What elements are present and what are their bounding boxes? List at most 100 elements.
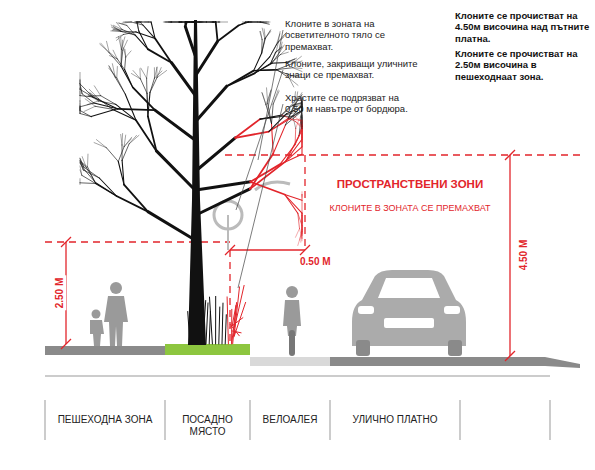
branch xyxy=(122,144,129,161)
branch xyxy=(121,31,136,33)
branch xyxy=(117,196,148,212)
branch xyxy=(179,22,182,23)
branch xyxy=(302,133,303,142)
branch xyxy=(301,116,302,129)
branch xyxy=(80,103,81,107)
branch xyxy=(100,44,110,53)
branch xyxy=(80,166,82,175)
branch xyxy=(298,232,302,246)
branch xyxy=(80,107,81,110)
branch xyxy=(133,87,155,110)
branch xyxy=(109,66,116,77)
pedestrians xyxy=(90,282,128,346)
branch xyxy=(171,22,179,23)
branch xyxy=(123,22,131,23)
branch xyxy=(156,151,195,190)
branch xyxy=(185,27,195,55)
car xyxy=(352,270,466,356)
branch xyxy=(215,296,216,344)
branch xyxy=(227,71,254,87)
label: УЛИЧНО ПЛАТНО xyxy=(330,414,460,426)
branch xyxy=(145,22,149,23)
branch xyxy=(131,22,143,25)
label: Клоните в зоната на осветителното тяло с… xyxy=(285,18,420,52)
branch xyxy=(116,22,122,29)
branch xyxy=(116,67,118,78)
branch xyxy=(150,78,157,93)
branch xyxy=(249,22,261,23)
branch xyxy=(122,134,124,146)
branch xyxy=(197,86,227,120)
branch xyxy=(146,93,148,116)
label: Клоните се прочистват на 2.50м височина … xyxy=(455,48,590,82)
branch xyxy=(216,22,218,41)
branch xyxy=(260,22,270,23)
branch xyxy=(302,232,303,241)
branch xyxy=(80,163,83,170)
branch xyxy=(192,22,194,23)
cyclist xyxy=(283,286,301,356)
branch xyxy=(80,84,93,97)
branch xyxy=(260,22,269,24)
branch xyxy=(82,94,94,103)
branch xyxy=(122,160,124,184)
label: ВЕЛОАЛЕЯ xyxy=(250,414,330,426)
branch xyxy=(118,147,124,162)
section-lines xyxy=(45,376,550,440)
branch xyxy=(250,164,280,181)
branch xyxy=(80,84,82,94)
branch xyxy=(99,178,116,196)
branch xyxy=(187,21,194,22)
branch xyxy=(125,57,126,70)
branch xyxy=(131,74,140,79)
branch xyxy=(94,86,100,96)
branch xyxy=(262,39,266,53)
branch xyxy=(295,128,297,144)
branch xyxy=(262,28,265,39)
branch xyxy=(219,22,228,23)
branch xyxy=(126,51,131,57)
label: ПРОСТРАНСТВЕНИ ЗОНИ xyxy=(330,178,490,192)
branch xyxy=(225,315,226,344)
branch xyxy=(166,22,172,23)
branch xyxy=(296,119,300,129)
branch xyxy=(302,192,303,195)
label: ПЕШЕХОДНА ЗОНА xyxy=(45,414,165,426)
branch xyxy=(148,22,151,23)
branch xyxy=(80,107,81,114)
branch xyxy=(157,68,161,78)
branch xyxy=(261,40,262,53)
branch xyxy=(179,21,186,22)
branch xyxy=(271,55,281,64)
branch xyxy=(235,132,269,138)
branch xyxy=(138,22,140,23)
branch xyxy=(80,179,81,183)
branch xyxy=(122,22,131,23)
branch xyxy=(265,32,271,39)
branch xyxy=(84,106,95,111)
branch xyxy=(227,297,228,344)
branch xyxy=(80,114,91,117)
branch xyxy=(198,22,200,23)
branch xyxy=(80,161,86,167)
branch xyxy=(230,324,239,336)
branch xyxy=(179,22,181,23)
branch xyxy=(255,63,273,73)
branch xyxy=(187,21,194,22)
branch xyxy=(207,22,214,23)
branch xyxy=(80,159,84,168)
branch xyxy=(172,22,179,23)
branch xyxy=(196,182,250,190)
label: 2.50 М xyxy=(54,276,66,311)
branch xyxy=(129,135,136,144)
branch xyxy=(122,32,135,35)
branch xyxy=(141,22,151,23)
branch xyxy=(147,67,149,79)
branch xyxy=(198,22,199,23)
branch xyxy=(143,25,155,39)
branch xyxy=(80,103,94,107)
branch xyxy=(109,53,121,66)
label: Клоните, закриващи уличните знаци се пре… xyxy=(285,58,420,81)
branch xyxy=(255,57,270,74)
trunk xyxy=(188,20,206,345)
